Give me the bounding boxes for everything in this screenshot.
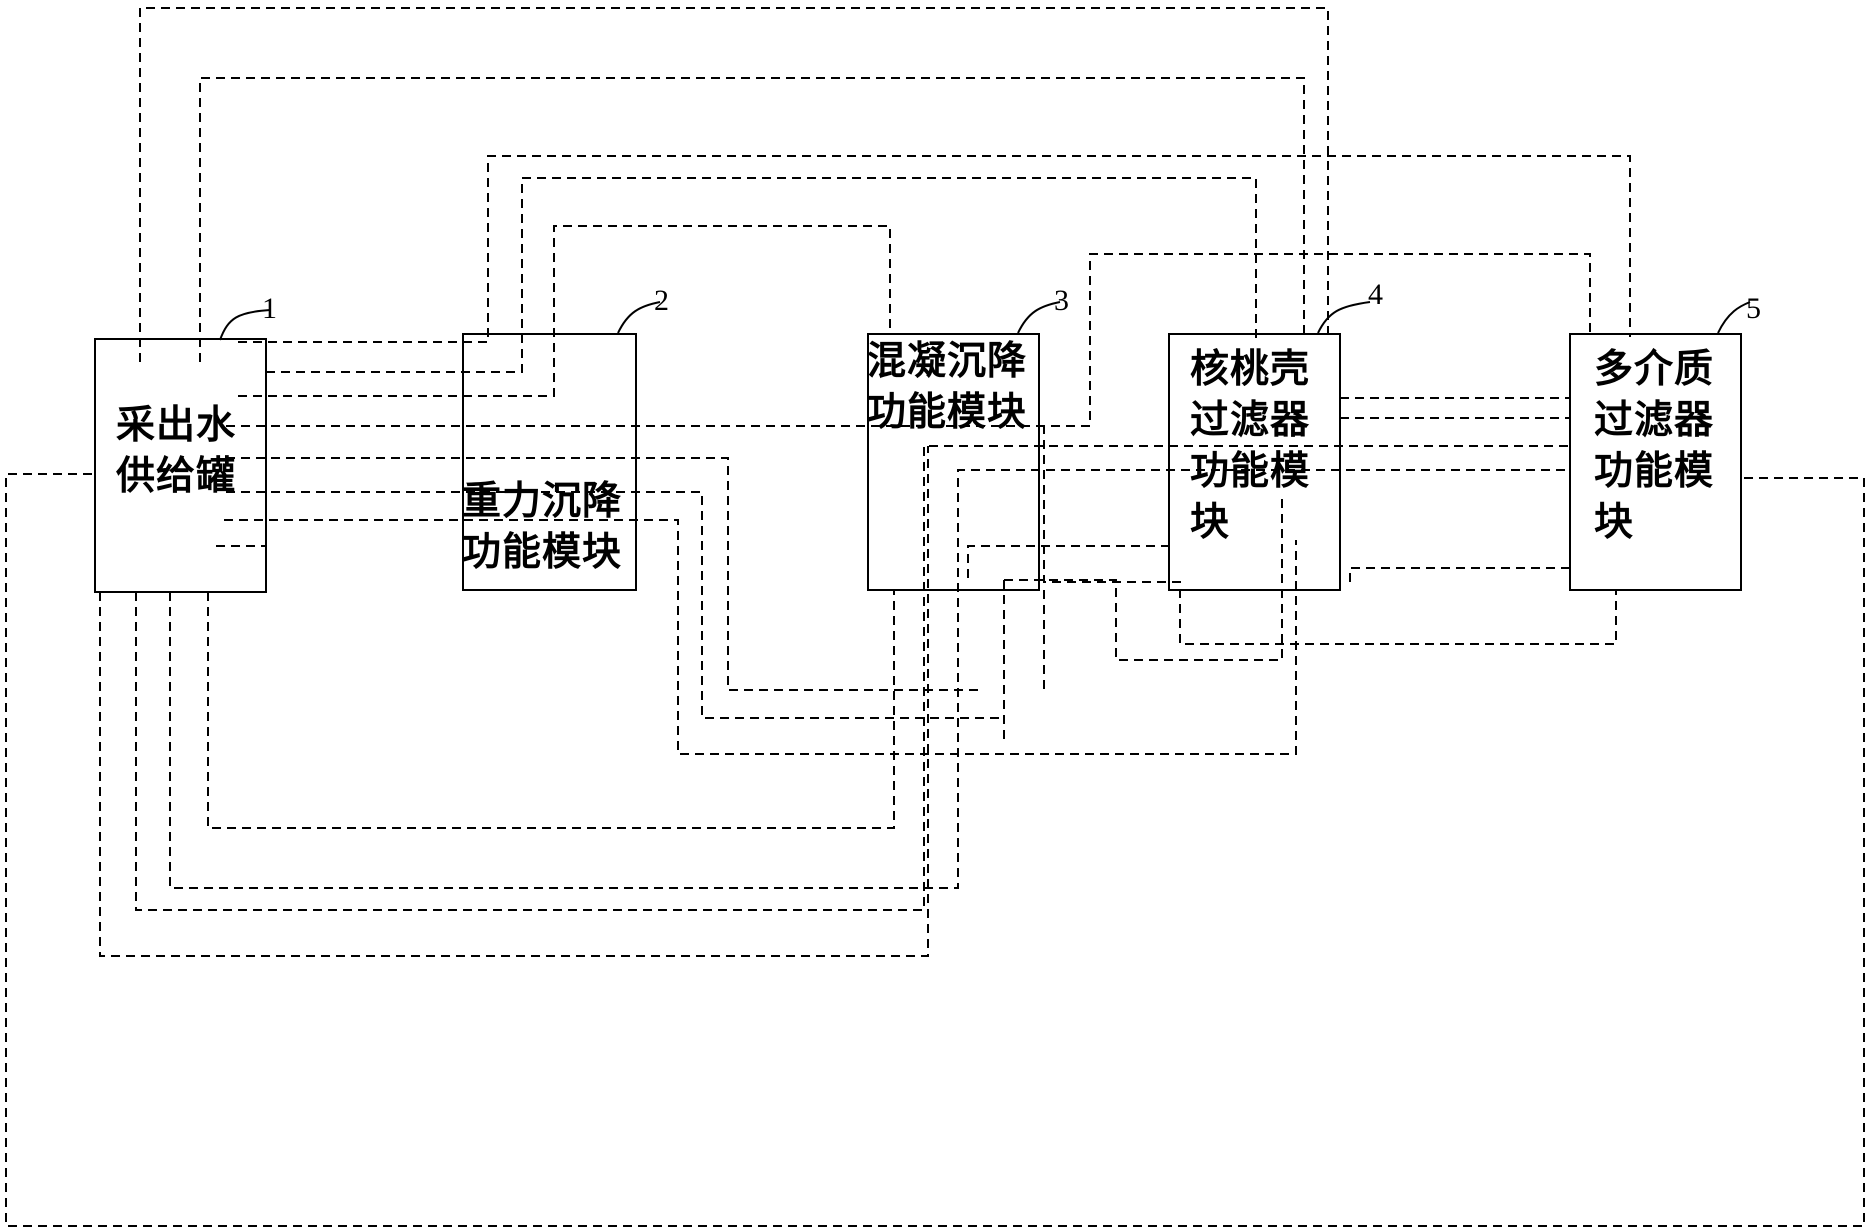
leader-line-4 — [1317, 301, 1371, 334]
connection-1-to-3-top — [238, 225, 891, 397]
module-number-4: 4 — [1368, 278, 1383, 311]
leader-line-5 — [1717, 301, 1751, 334]
connection-1-to-3-bottom — [207, 590, 895, 829]
connection-1-bottom-a — [226, 457, 984, 691]
connection-1-to-5-mid — [226, 253, 1591, 427]
module-number-2: 2 — [654, 284, 669, 317]
connection-1-bottom-b — [226, 491, 1000, 719]
leader-lines — [219, 301, 1751, 341]
module-number-5: 5 — [1746, 292, 1761, 325]
leader-line-1 — [219, 309, 271, 341]
module-label-multimedia-filter: 多介质 过滤器 功能模 块 — [1594, 347, 1715, 545]
module-numbers: 1 2 3 4 5 — [262, 278, 1761, 325]
connection-3-to-5-a — [1043, 425, 1617, 645]
leader-line-2 — [617, 301, 661, 334]
module-number-3: 3 — [1054, 284, 1069, 317]
connection-1-to-4-inner — [199, 77, 1305, 362]
module-label-water-supply-tank: 采出水 供给罐 — [116, 403, 237, 499]
connection-1-to-4-top — [266, 177, 1257, 373]
module-box-multimedia-filter — [1569, 333, 1742, 591]
module-label-gravity-settling: 重力沉降 功能模块 — [462, 479, 623, 575]
module-label-walnut-shell-filter: 核桃壳 过滤器 功能模 块 — [1190, 347, 1311, 545]
module-box-gravity-settling — [462, 333, 637, 591]
module-label-coagulation-settling: 混凝沉降 功能模块 — [867, 339, 1028, 435]
connection-5-to-4-g — [1349, 567, 1570, 585]
connection-1-return-c — [99, 446, 929, 957]
connection-1-to-4-outer — [139, 7, 1329, 362]
leader-line-3 — [1017, 301, 1061, 334]
dashed-connections — [5, 7, 1865, 1227]
connection-3-to-4-c — [1004, 498, 1283, 661]
connection-1-to-5-top — [238, 155, 1631, 343]
module-box-water-supply-tank — [94, 338, 267, 593]
module-box-coagulation-settling — [867, 333, 1040, 591]
connection-1-bottom-c — [224, 519, 1297, 755]
connection-1-return-b — [135, 445, 1570, 911]
module-box-walnut-shell-filter — [1168, 333, 1341, 591]
connection-4-to-3-d — [967, 545, 1170, 580]
module-number-1: 1 — [262, 292, 277, 325]
connection-1-return-a — [169, 469, 1570, 889]
